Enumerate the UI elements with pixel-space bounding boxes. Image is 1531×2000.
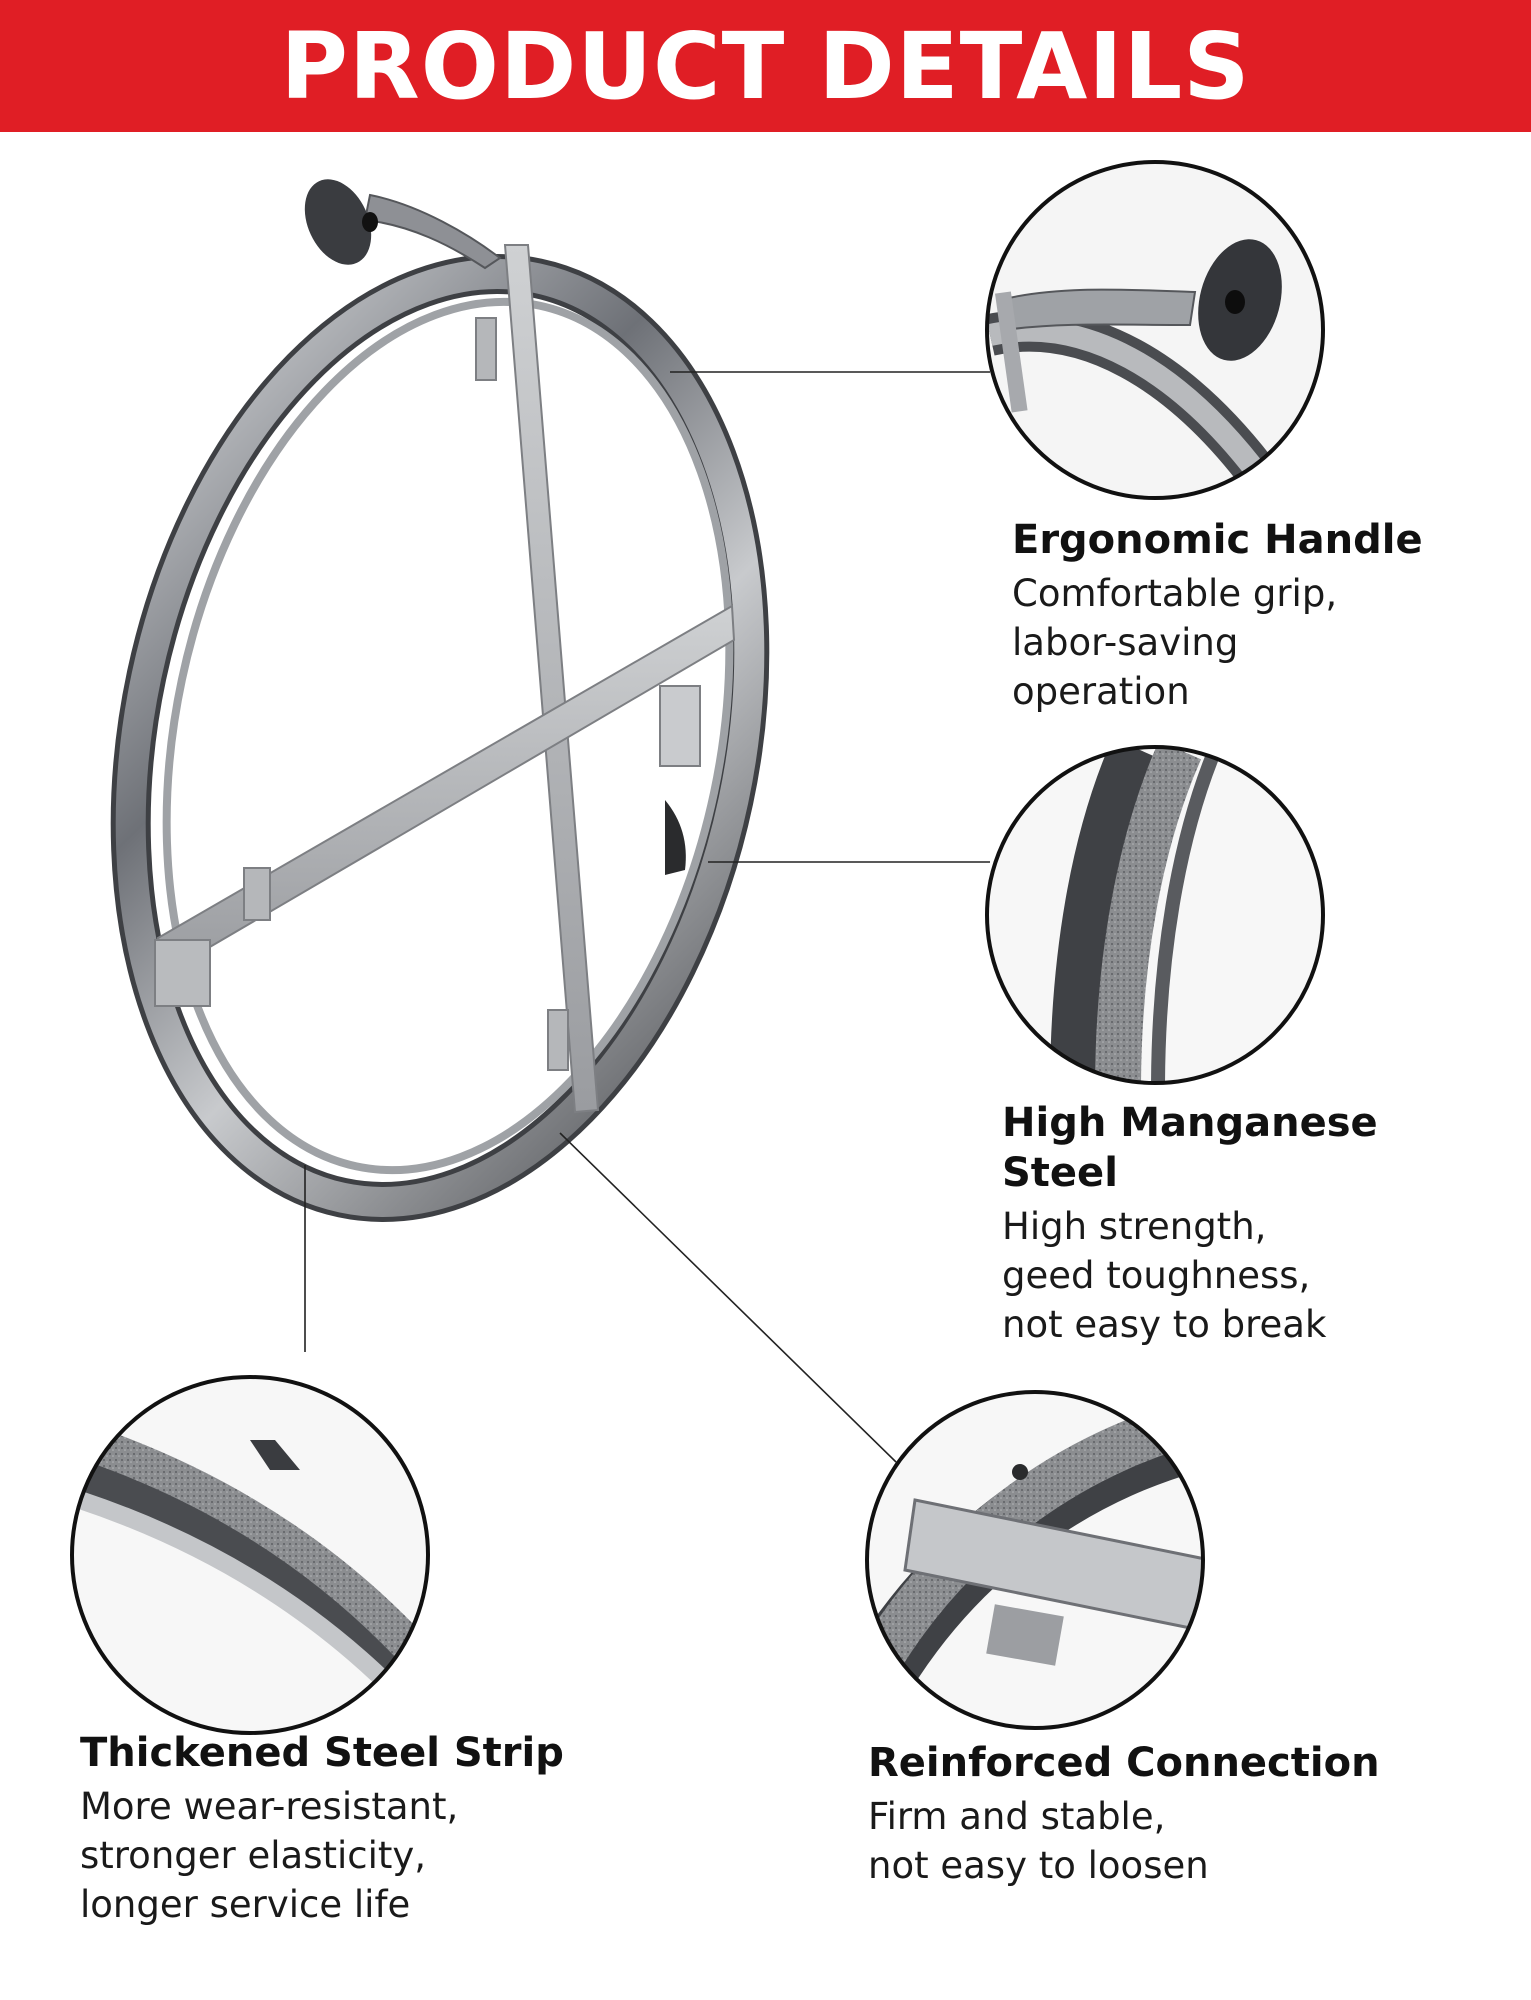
vertical-strap [503, 244, 600, 1114]
feature-description: High strength, geed toughness, not easy … [1002, 1202, 1382, 1349]
detail-circle-strip [70, 1375, 430, 1735]
desc-line: Comfortable grip, [1012, 572, 1338, 615]
desc-line: More wear-resistant, [80, 1785, 459, 1828]
detail-circle-connection [865, 1390, 1205, 1730]
desc-line: not easy to break [1002, 1303, 1327, 1346]
handle-knob [304, 179, 502, 270]
feature-ergonomic-handle: Ergonomic Handle Comfortable grip, labor… [1012, 515, 1423, 716]
feature-title: High Manganese Steel [1002, 1100, 1378, 1196]
feature-high-manganese-steel: High Manganese Steel High strength, geed… [1002, 1098, 1382, 1349]
feature-thickened-steel-strip: Thickened Steel Strip More wear-resistan… [80, 1728, 564, 1929]
feature-description: More wear-resistant, stronger elasticity… [80, 1782, 564, 1929]
feature-title: Ergonomic Handle [1012, 517, 1423, 563]
desc-line: operation [1012, 670, 1190, 713]
feature-description: Firm and stable, not easy to loosen [868, 1792, 1380, 1890]
desc-line: stronger elasticity, [80, 1834, 427, 1877]
steel-hoop-main [110, 254, 770, 1222]
feature-description: Comfortable grip, labor-saving operation [1012, 569, 1423, 716]
feature-title: Reinforced Connection [868, 1740, 1380, 1786]
detail-circle-steel [985, 745, 1325, 1085]
page-title: PRODUCT DETAILS [280, 12, 1251, 120]
desc-line: Firm and stable, [868, 1795, 1166, 1838]
desc-line: labor-saving [1012, 621, 1239, 664]
desc-line: High strength, [1002, 1205, 1267, 1248]
detail-circle-handle [985, 160, 1325, 500]
header-banner: PRODUCT DETAILS [0, 0, 1531, 132]
leader-lines [304, 371, 990, 1463]
cross-brace [154, 604, 736, 1007]
desc-line: geed toughness, [1002, 1254, 1311, 1297]
feature-title: Thickened Steel Strip [80, 1730, 564, 1776]
desc-line: longer service life [80, 1883, 411, 1926]
desc-line: not easy to loosen [868, 1844, 1209, 1887]
feature-reinforced-connection: Reinforced Connection Firm and stable, n… [868, 1738, 1380, 1890]
